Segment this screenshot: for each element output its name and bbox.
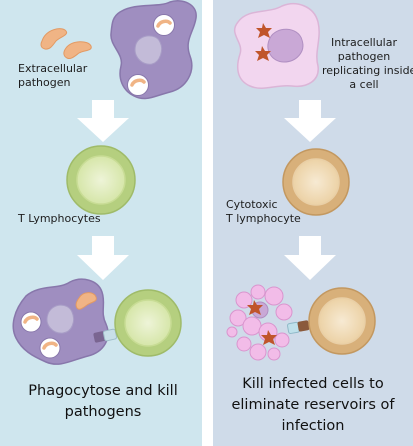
label-line: pathogen xyxy=(18,76,71,89)
caption-line: eliminate reservoirs of xyxy=(231,397,395,413)
macrophage-activated xyxy=(12,278,109,365)
infected-cell xyxy=(233,2,320,89)
label-line: replicating inside xyxy=(322,64,413,77)
label-intracellular-pathogen: Intracellular pathogen replicating insid… xyxy=(322,36,413,92)
caption-line: pathogens xyxy=(64,404,142,420)
t-lymphocyte-activated xyxy=(114,289,182,357)
label-extracellular-pathogen: Extracellular pathogen xyxy=(18,62,87,90)
extracellular-pathogens xyxy=(40,28,92,59)
caption-line: Phagocytose and kill xyxy=(28,383,178,399)
caption-right: Kill infected cells to eliminate reservo… xyxy=(218,374,408,437)
label-line: Extracellular xyxy=(18,62,88,75)
label-line: Intracellular xyxy=(330,36,397,49)
label-cytotoxic-t-lymphocyte: Cytotoxic T lymphocyte xyxy=(226,198,301,226)
caption-left: Phagocytose and kill pathogens xyxy=(8,381,198,423)
arrow-down-2-left xyxy=(77,236,129,280)
label-line: Cytotoxic xyxy=(226,198,278,211)
arrow-down-1-right xyxy=(284,100,336,142)
label-line: T lymphocyte xyxy=(226,212,301,225)
receptor-complex-right xyxy=(287,320,310,334)
panel-divider xyxy=(202,0,213,446)
label-line: a cell xyxy=(349,78,379,91)
t-lymphocyte-cell xyxy=(66,145,136,215)
caption-line: Kill infected cells to xyxy=(242,376,384,392)
caption-line: infection xyxy=(281,418,345,434)
cytotoxic-t-lymphocyte-activated xyxy=(308,287,376,355)
receptor-complex-left xyxy=(93,328,118,343)
cytotoxic-t-lymphocyte-cell xyxy=(282,148,350,216)
fragmented-infected-cell xyxy=(226,284,293,361)
arrow-down-2-right xyxy=(284,236,336,280)
macrophage-cell xyxy=(110,0,197,100)
label-line: pathogen xyxy=(337,50,391,63)
arrow-down-1-left xyxy=(77,100,129,142)
label-t-lymphocytes: T Lymphocytes xyxy=(18,212,101,225)
